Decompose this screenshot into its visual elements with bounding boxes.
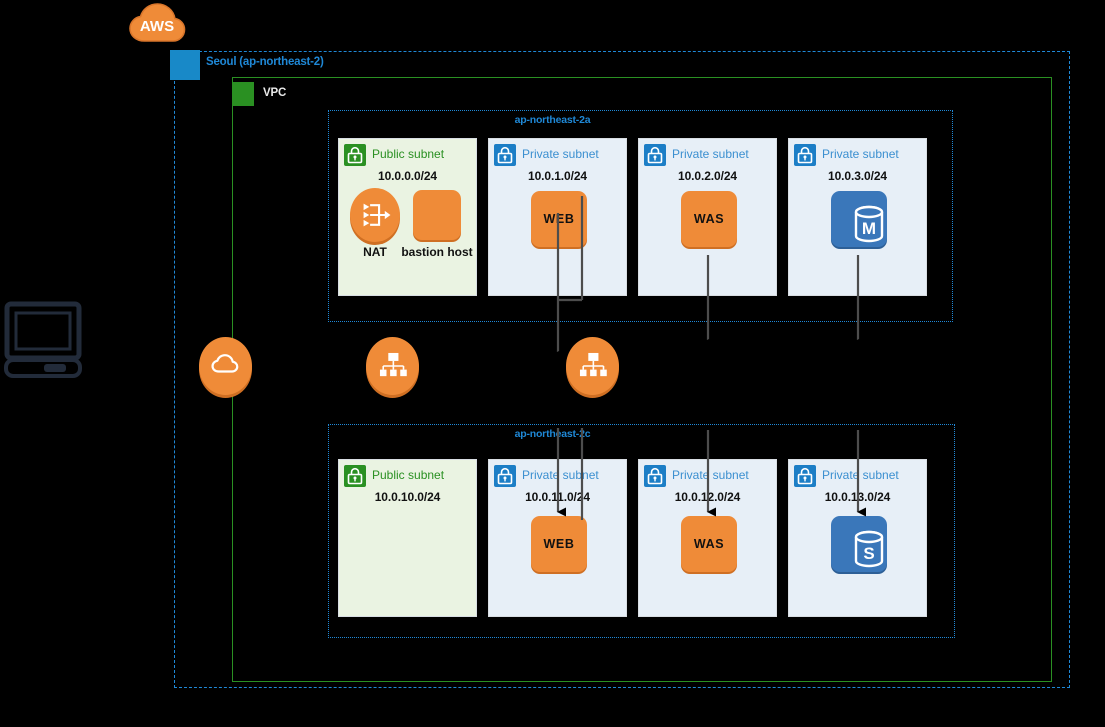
subnet-type-label: Private subnet [672, 147, 749, 161]
region-label: Seoul (ap-northeast-2) [206, 56, 324, 68]
load-balancer-icon [379, 352, 407, 377]
lock-icon [644, 465, 666, 487]
aws-logo: AWS [126, 0, 188, 44]
region-tag-icon [170, 50, 200, 80]
internet-gateway-cloud-icon [210, 354, 238, 373]
web-instance[interactable]: WEB [531, 516, 587, 572]
was-instance-label: WAS [693, 537, 725, 551]
rds-master[interactable]: M [831, 191, 887, 247]
aws-logo-text: AWS [140, 18, 174, 35]
subnet-private-c1[interactable]: Private subnet 10.0.11.0/24 WEB [488, 459, 627, 617]
was-instance[interactable]: WAS [681, 516, 737, 572]
subnet-cidr-label: 10.0.13.0/24 [824, 490, 891, 504]
subnet-public-c[interactable]: Public subnet 10.0.10.0/24 [338, 459, 477, 617]
web-instance-label: WEB [543, 212, 575, 226]
rds-database-icon: S [854, 530, 884, 568]
vpc-label: VPC [263, 87, 287, 99]
client-computer [4, 300, 82, 378]
lock-icon [344, 465, 366, 487]
subnet-cidr-label: 10.0.1.0/24 [528, 169, 587, 183]
rds-standby[interactable]: S [831, 516, 887, 572]
subnet-type-label: Private subnet [822, 147, 899, 161]
load-balancer-icon [579, 352, 607, 377]
bastion-host[interactable] [413, 190, 461, 240]
lock-icon [344, 144, 366, 166]
lock-icon [494, 465, 516, 487]
subnet-private-a1[interactable]: Private subnet 10.0.1.0/24 WEB [488, 138, 627, 296]
subnet-type-label: Public subnet [372, 468, 445, 482]
subnet-cidr-label: 10.0.10.0/24 [374, 490, 441, 504]
subnet-cidr-label: 10.0.3.0/24 [828, 169, 887, 183]
lock-icon [644, 144, 666, 166]
rds-database-icon: M [854, 205, 884, 243]
web-instance[interactable]: WEB [531, 191, 587, 247]
rds-master-label: M [862, 219, 876, 238]
lock-icon [794, 465, 816, 487]
subnet-cidr-label: 10.0.0.0/24 [378, 169, 437, 183]
subnet-cidr-label: 10.0.2.0/24 [678, 169, 737, 183]
subnet-type-label: Private subnet [822, 468, 899, 482]
bastion-host-caption: bastion host [401, 245, 473, 259]
subnet-private-c2[interactable]: Private subnet 10.0.12.0/24 WAS [638, 459, 777, 617]
web-load-balancer[interactable] [366, 337, 419, 395]
region-boundary [174, 51, 1070, 688]
subnet-private-a2[interactable]: Private subnet 10.0.2.0/24 WAS [638, 138, 777, 296]
nat-gateway[interactable] [350, 188, 400, 242]
was-load-balancer[interactable] [566, 337, 619, 395]
az-c-label: ap-northeast-2c [514, 428, 591, 440]
nat-gateway-caption: NAT [363, 245, 387, 259]
was-instance-label: WAS [693, 212, 725, 226]
subnet-type-label: Private subnet [522, 468, 599, 482]
subnet-public-a[interactable]: Public subnet 10.0.0.0/24 NAT bastion ho… [338, 138, 477, 296]
availability-zone-a [328, 110, 953, 322]
was-instance[interactable]: WAS [681, 191, 737, 247]
subnet-private-a3[interactable]: Private subnet 10.0.3.0/24 M [788, 138, 927, 296]
subnet-type-label: Private subnet [672, 468, 749, 482]
subnet-private-c3[interactable]: Private subnet 10.0.13.0/24 S [788, 459, 927, 617]
lock-icon [794, 144, 816, 166]
subnet-type-label: Private subnet [522, 147, 599, 161]
internet-gateway[interactable] [199, 337, 252, 395]
desktop-computer-icon [4, 301, 82, 378]
web-instance-label: WEB [543, 537, 575, 551]
subnet-cidr-label: 10.0.12.0/24 [674, 490, 741, 504]
nat-gateway-icon [363, 203, 391, 227]
availability-zone-c [328, 424, 955, 638]
rds-standby-label: S [863, 544, 874, 563]
lock-icon [494, 144, 516, 166]
az-a-label: ap-northeast-2a [514, 114, 591, 126]
vpc-tag-icon [232, 82, 254, 106]
subnet-cidr-label: 10.0.11.0/24 [525, 490, 590, 504]
subnet-type-label: Public subnet [372, 147, 445, 161]
